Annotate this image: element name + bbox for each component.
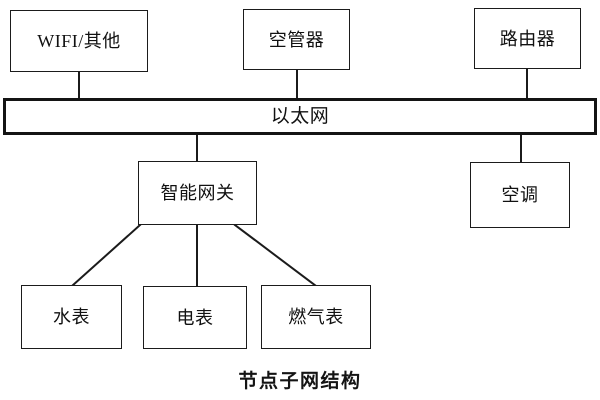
edge-ac-ctrl-to-bus — [296, 69, 298, 100]
node-ac-controller: 空管器 — [243, 9, 350, 70]
node-smart-gateway: 智能网关 — [138, 161, 257, 225]
edge-bus-to-gateway — [196, 133, 198, 163]
node-smart-gateway-label: 智能网关 — [160, 183, 235, 203]
node-ethernet-bus: 以太网 — [3, 98, 597, 135]
edge-gateway-to-gas-meter — [233, 223, 318, 288]
node-ethernet-bus-label: 以太网 — [270, 106, 330, 127]
node-electricity-meter-label: 电表 — [176, 307, 214, 328]
edge-bus-to-aircon — [520, 133, 522, 164]
node-ac-controller-label: 空管器 — [268, 29, 325, 50]
edge-gateway-to-elec-meter — [196, 224, 198, 287]
node-air-conditioner: 空调 — [470, 162, 570, 228]
edge-wifi-to-bus — [78, 71, 80, 100]
figure-caption: 节点子网结构 — [238, 370, 362, 392]
node-wifi: WIFI/其他 — [10, 10, 148, 72]
node-water-meter-label: 水表 — [53, 307, 90, 327]
node-wifi-label: WIFI/其他 — [37, 31, 121, 51]
node-gas-meter-label: 燃气表 — [288, 307, 344, 327]
node-router: 路由器 — [474, 8, 581, 69]
edge-router-to-bus — [526, 68, 528, 100]
node-electricity-meter: 电表 — [143, 286, 247, 349]
edge-gateway-to-water-meter — [70, 223, 142, 288]
node-router-label: 路由器 — [499, 28, 556, 49]
node-gas-meter: 燃气表 — [261, 285, 371, 349]
node-air-conditioner-label: 空调 — [501, 185, 539, 205]
node-water-meter: 水表 — [21, 285, 122, 349]
